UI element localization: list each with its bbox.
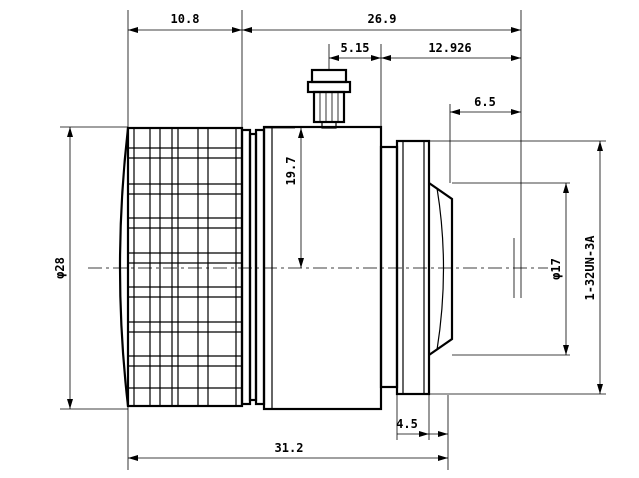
dim-mount-thread: 1-32UN-3A	[583, 235, 597, 301]
arrowheads	[67, 27, 603, 461]
dim-screw-height: 19.7	[284, 157, 298, 186]
dimension-lines	[69, 29, 601, 459]
grip-knurl-pattern	[128, 128, 242, 406]
dim-rear-length: 12.926	[428, 41, 471, 55]
dim-total-length: 31.2	[275, 441, 304, 455]
dim-screw-offset: 5.15	[341, 41, 370, 55]
dim-inner-diameter: φ17	[549, 258, 563, 280]
dimension-labels: 10.8 26.9 5.15 12.926 6.5 19.7 φ28 φ17 1…	[53, 12, 597, 455]
extension-lines	[60, 10, 606, 470]
lens-outline	[118, 68, 454, 411]
dim-grip-length: 10.8	[171, 12, 200, 26]
dim-mount-length: 4.5	[396, 417, 418, 431]
dim-body-length: 26.9	[368, 12, 397, 26]
dim-outer-diameter: φ28	[53, 257, 67, 279]
dim-flange-offset: 6.5	[474, 95, 496, 109]
